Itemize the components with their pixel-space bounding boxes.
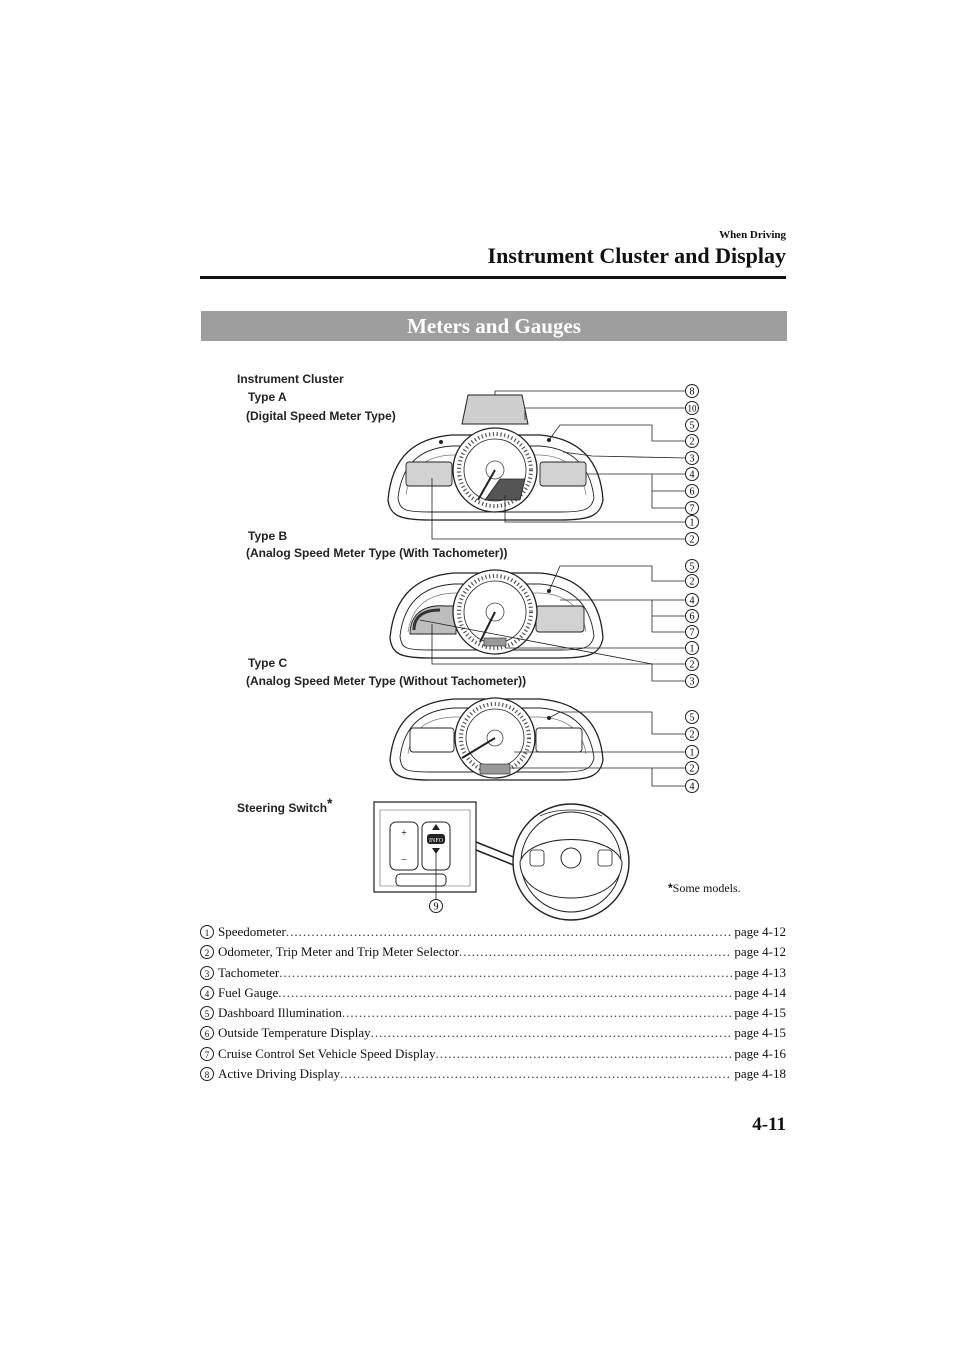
type-b-subtitle: (Analog Speed Meter Type (With Tachomete… [246, 546, 508, 560]
running-header-title: Instrument Cluster and Display [487, 243, 786, 268]
callout-number: 3 [690, 454, 695, 465]
item-page: page 4-15 [734, 1025, 786, 1041]
list-item: 2 Odometer, Trip Meter and Trip Meter Sel… [200, 944, 786, 964]
item-number: 7 [200, 1046, 214, 1061]
callout-number: 2 [690, 764, 695, 775]
list-item: 1 Speedometer page 4-12 [200, 924, 786, 944]
svg-text:–: – [401, 854, 408, 865]
item-number: 3 [200, 965, 214, 980]
asterisk-mark: * [668, 881, 673, 895]
list-item: 8 Active Driving Display page 4-18 [200, 1066, 786, 1086]
callout-number: 2 [690, 577, 695, 588]
type-c-cluster [389, 697, 686, 787]
callout-number: 1 [690, 518, 695, 529]
callout-number: 8 [690, 387, 695, 398]
list-item: 5 Dashboard Illumination page 4-15 [200, 1005, 786, 1025]
item-label: Dashboard Illumination [218, 1005, 342, 1021]
callout-number: 1 [690, 748, 695, 759]
instrument-cluster-label: Instrument Cluster [237, 372, 344, 386]
callout-number: 3 [690, 677, 695, 688]
type-c-subtitle: (Analog Speed Meter Type (Without Tachom… [246, 674, 527, 688]
callout-number: 10 [688, 404, 698, 414]
some-models-text: Some models. [672, 881, 741, 895]
callout-markers: 8 10 5 2 3 4 6 7 1 2 5 2 4 6 7 1 2 3 5 2… [429, 384, 699, 913]
callout-number: 2 [690, 535, 695, 546]
info-button-text: INFO [429, 838, 444, 844]
callout-number: 5 [690, 421, 695, 432]
dot-leader [459, 944, 732, 960]
dot-leader [279, 965, 732, 981]
asterisk-mark: * [327, 795, 333, 811]
svg-text:+: + [401, 828, 407, 839]
item-label: Outside Temperature Display [218, 1025, 371, 1041]
item-number: 8 [200, 1067, 214, 1082]
dot-leader [286, 924, 733, 940]
item-number: 2 [200, 945, 214, 960]
item-label: Active Driving Display [218, 1066, 341, 1082]
type-b-cluster [389, 565, 686, 682]
item-number: 1 [200, 925, 214, 939]
steering-switch-text: Steering Switch [237, 801, 328, 815]
type-c-label: Type C [248, 656, 288, 670]
list-item: 6 Outside Temperature Display page 4-15 [200, 1025, 786, 1045]
item-page: page 4-16 [734, 1045, 786, 1061]
callout-number: 4 [690, 782, 695, 793]
running-header-section: When Driving [719, 229, 786, 241]
list-item: 7 Cruise Control Set Vehicle Speed Displa… [200, 1046, 786, 1066]
page-number: 4-11 [752, 1114, 786, 1135]
some-models-note: *Some models. [668, 881, 741, 896]
dot-leader [278, 985, 732, 1001]
callout-number: 4 [690, 470, 695, 481]
item-page: page 4-12 [734, 944, 786, 960]
item-page: page 4-12 [734, 924, 786, 939]
item-number: 5 [200, 1006, 214, 1021]
list-item: 4 Fuel Gauge page 4-14 [200, 985, 786, 1005]
item-number: 4 [200, 985, 214, 1000]
section-title: Meters and Gauges [201, 311, 787, 341]
steering-switch-label: Steering Switch* [237, 795, 332, 815]
dot-leader [371, 1025, 733, 1041]
callout-number: 4 [690, 596, 695, 607]
dot-leader [435, 1046, 732, 1062]
list-item: 3 Tachometer page 4-13 [200, 965, 786, 985]
callout-number: 7 [690, 504, 695, 515]
item-label: Tachometer [218, 964, 280, 980]
item-number: 6 [200, 1026, 214, 1041]
callout-number: 9 [434, 902, 439, 913]
callout-number: 5 [690, 713, 695, 724]
dot-leader [342, 1005, 733, 1021]
callout-number: 5 [690, 562, 695, 573]
dot-leader [340, 1066, 732, 1082]
component-list: 1 Speedometer page 4-12 2 Odometer, Trip Me… [200, 924, 786, 1086]
item-page: page 4-13 [734, 964, 786, 980]
item-label: Fuel Gauge [218, 984, 279, 1000]
callout-number: 6 [690, 487, 695, 498]
header-rule [200, 276, 786, 279]
item-page: page 4-15 [734, 1005, 786, 1021]
item-page: page 4-18 [734, 1066, 786, 1082]
item-label: Cruise Control Set Vehicle Speed Display [218, 1045, 436, 1061]
item-page: page 4-14 [734, 984, 786, 1000]
active-driving-display-panel [461, 394, 529, 425]
callout-number: 6 [690, 612, 695, 623]
type-a-cluster [387, 390, 687, 540]
callout-number: 2 [690, 437, 695, 448]
callout-number: 2 [690, 660, 695, 671]
callout-number: 2 [690, 730, 695, 741]
callout-number: 7 [690, 628, 695, 639]
item-label: Odometer, Trip Meter and Trip Meter Sele… [218, 944, 460, 960]
steering-switch-illustration: + – INFO [373, 801, 630, 921]
type-a-label: Type A [248, 390, 287, 404]
type-a-subtitle: (Digital Speed Meter Type) [246, 409, 396, 423]
item-label: Speedometer [218, 924, 286, 939]
callout-number: 1 [690, 644, 695, 655]
type-b-label: Type B [248, 529, 288, 543]
